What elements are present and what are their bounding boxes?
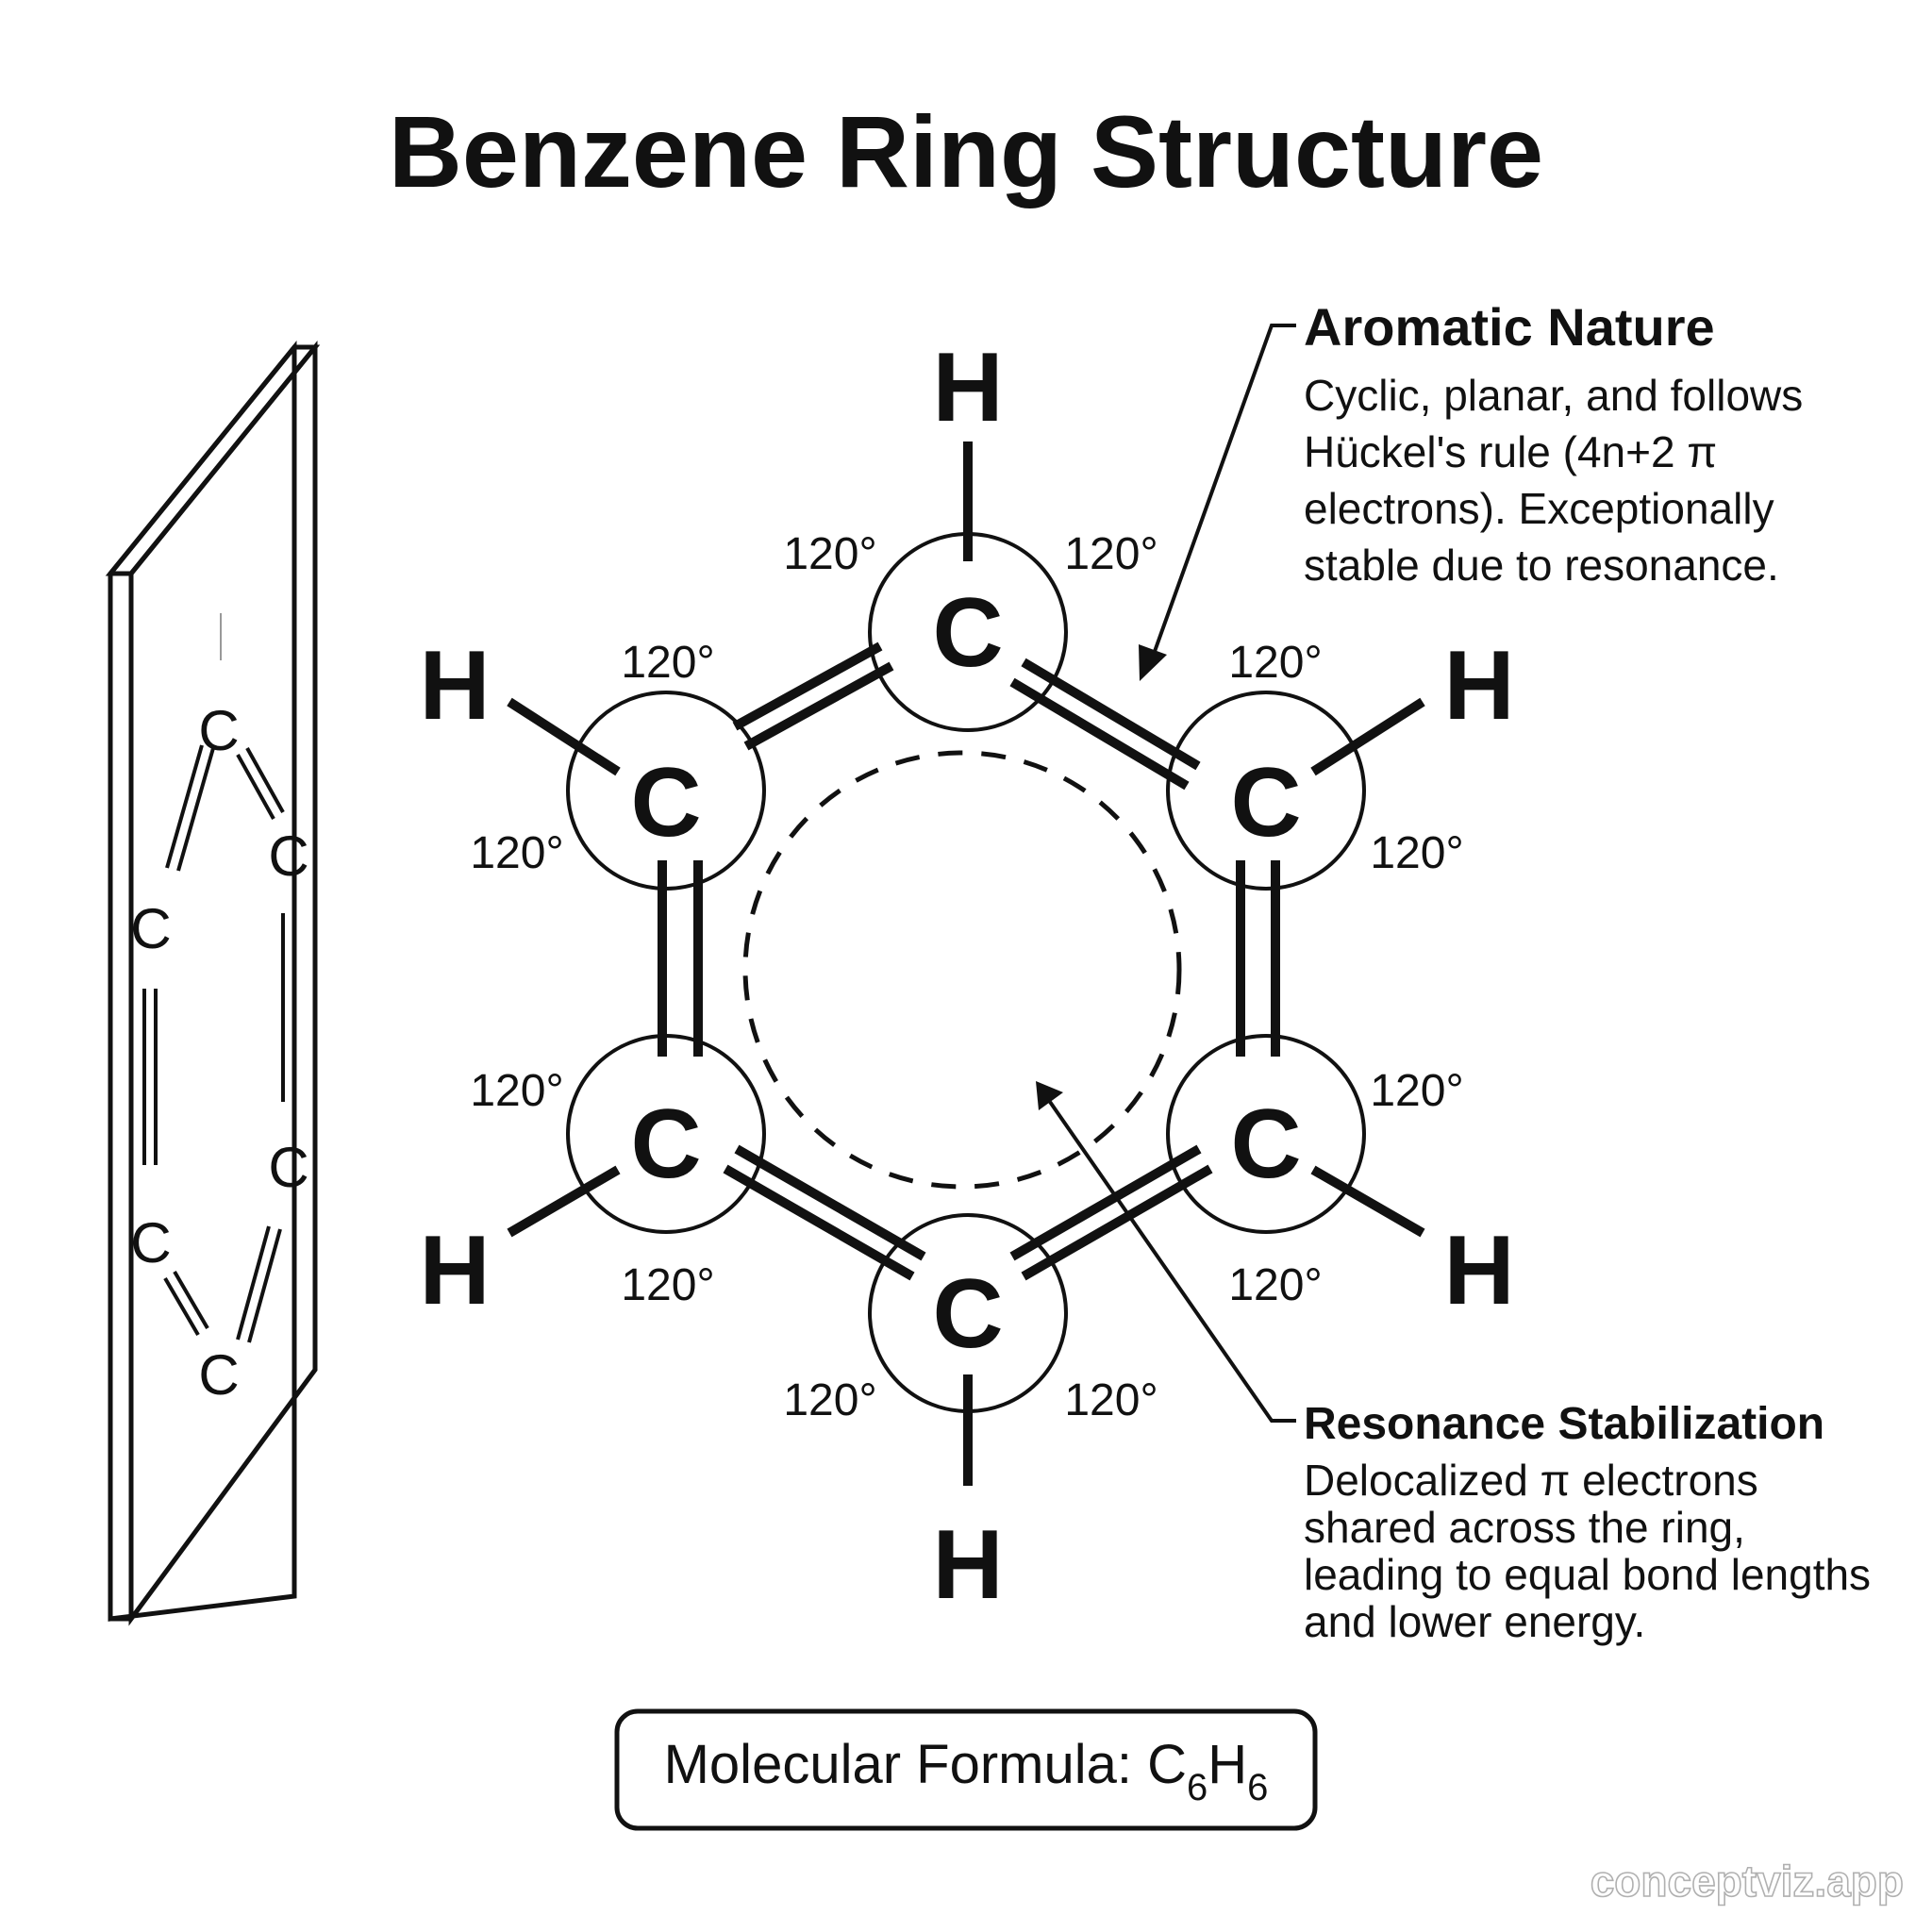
bond-angle-label: 120° bbox=[1228, 1260, 1322, 1310]
resonance-annotation: Resonance Stabilization Delocalized π el… bbox=[1304, 1399, 1871, 1646]
resonance-line: leading to equal bond lengths bbox=[1304, 1550, 1871, 1599]
bond-angle-label: 120° bbox=[1370, 1066, 1463, 1116]
single-bond bbox=[1310, 1165, 1425, 1238]
hydrogen-atom: H bbox=[419, 1216, 490, 1325]
carbon-circle bbox=[1166, 1034, 1366, 1234]
plane-carbon-label: C bbox=[198, 699, 239, 762]
plane-top-edge bbox=[105, 344, 321, 576]
carbon-atom: C bbox=[1230, 748, 1301, 858]
molecular-formula: Molecular Formula: C6H6 bbox=[664, 1734, 1269, 1808]
plane-carbon-labels: C C C C C C bbox=[130, 699, 308, 1407]
aromatic-title: Aromatic Nature bbox=[1304, 297, 1715, 357]
plane-carbon-label: C bbox=[130, 897, 171, 960]
aromatic-line: stable due to resonance. bbox=[1304, 541, 1779, 590]
hydrogen-atom: H bbox=[932, 333, 1003, 442]
hydrogen-atom: H bbox=[932, 1510, 1003, 1620]
molecular-plane: C C C C C C bbox=[105, 340, 321, 1626]
bond-angle-label: 120° bbox=[621, 638, 714, 688]
carbon-labels: C C C C C C bbox=[630, 578, 1301, 1369]
watermark: conceptviz.app bbox=[1591, 1857, 1904, 1906]
bond-angle-label: 120° bbox=[1228, 638, 1322, 688]
bond-angle-label: 120° bbox=[1370, 828, 1463, 878]
bond-angle-label: 120° bbox=[470, 828, 563, 878]
resonance-line: Delocalized π electrons bbox=[1304, 1456, 1758, 1505]
bond-angle-label: 120° bbox=[621, 1260, 714, 1310]
double-bond bbox=[732, 641, 883, 731]
formula-label: Molecular Formula: C bbox=[664, 1734, 1187, 1795]
hydrogen-atom: H bbox=[1443, 631, 1514, 741]
diagram-title: Benzene Ring Structure bbox=[389, 94, 1543, 208]
hydrogen-atom: H bbox=[419, 631, 490, 741]
carbon-circle bbox=[1166, 691, 1366, 891]
aromatic-leader-line bbox=[1151, 324, 1296, 658]
double-bond bbox=[1009, 1144, 1202, 1261]
hydrogen-bonds bbox=[507, 441, 1425, 1486]
double-bond bbox=[1021, 658, 1201, 771]
carbon-atom: C bbox=[932, 1259, 1003, 1369]
delocalized-electron-ring bbox=[742, 750, 1182, 1190]
resonance-line: and lower energy. bbox=[1304, 1597, 1645, 1646]
bond-angle-label: 120° bbox=[783, 529, 876, 579]
double-bond bbox=[734, 1144, 926, 1261]
bond-angle-label: 120° bbox=[1064, 1375, 1158, 1425]
single-bond bbox=[507, 697, 621, 776]
single-bond bbox=[507, 1165, 621, 1238]
carbon-atom: C bbox=[630, 748, 701, 858]
ring-bonds bbox=[658, 641, 1280, 1281]
hydrogen-atom: H bbox=[1443, 1216, 1514, 1325]
molecular-formula-box: Molecular Formula: C6H6 bbox=[614, 1708, 1318, 1831]
resonance-title: Resonance Stabilization bbox=[1304, 1399, 1824, 1449]
plane-side-edge bbox=[128, 340, 318, 1626]
resonance-arrowhead bbox=[1036, 1081, 1063, 1110]
annotation-arrows bbox=[1036, 324, 1296, 1423]
formula-hydrogen: H bbox=[1208, 1734, 1247, 1795]
bond-angle-label: 120° bbox=[470, 1066, 563, 1116]
aromatic-line: Hückel's rule (4n+2 π bbox=[1304, 427, 1717, 476]
aromatic-line: Cyclic, planar, and follows bbox=[1304, 371, 1803, 420]
carbon-atom: C bbox=[932, 578, 1003, 688]
plane-carbon-label: C bbox=[130, 1211, 171, 1274]
plane-carbon-label: C bbox=[198, 1343, 239, 1407]
plane-ring-bonds bbox=[142, 744, 296, 1343]
single-bond bbox=[1310, 697, 1425, 776]
aromatic-line: electrons). Exceptionally bbox=[1304, 484, 1774, 533]
bond-angle-labels: 120° 120° 120° 120° 120° 120° 120° 120° … bbox=[470, 529, 1463, 1425]
plane-carbon-label: C bbox=[268, 1136, 308, 1199]
aromatic-annotation: Aromatic Nature Cyclic, planar, and foll… bbox=[1304, 297, 1803, 590]
hydrogen-labels: H H H H H H bbox=[419, 333, 1514, 1620]
plane-carbon-label: C bbox=[268, 824, 308, 888]
carbon-atom: C bbox=[1230, 1090, 1301, 1199]
aromatic-arrowhead bbox=[1139, 644, 1167, 681]
resonance-line: shared across the ring, bbox=[1304, 1503, 1745, 1552]
carbon-atom: C bbox=[630, 1090, 701, 1199]
carbon-count: 6 bbox=[1187, 1767, 1208, 1808]
resonance-leader-line bbox=[1048, 1100, 1296, 1423]
bond-angle-label: 120° bbox=[783, 1375, 876, 1425]
bond-angle-label: 120° bbox=[1064, 529, 1158, 579]
hydrogen-count: 6 bbox=[1247, 1767, 1268, 1808]
